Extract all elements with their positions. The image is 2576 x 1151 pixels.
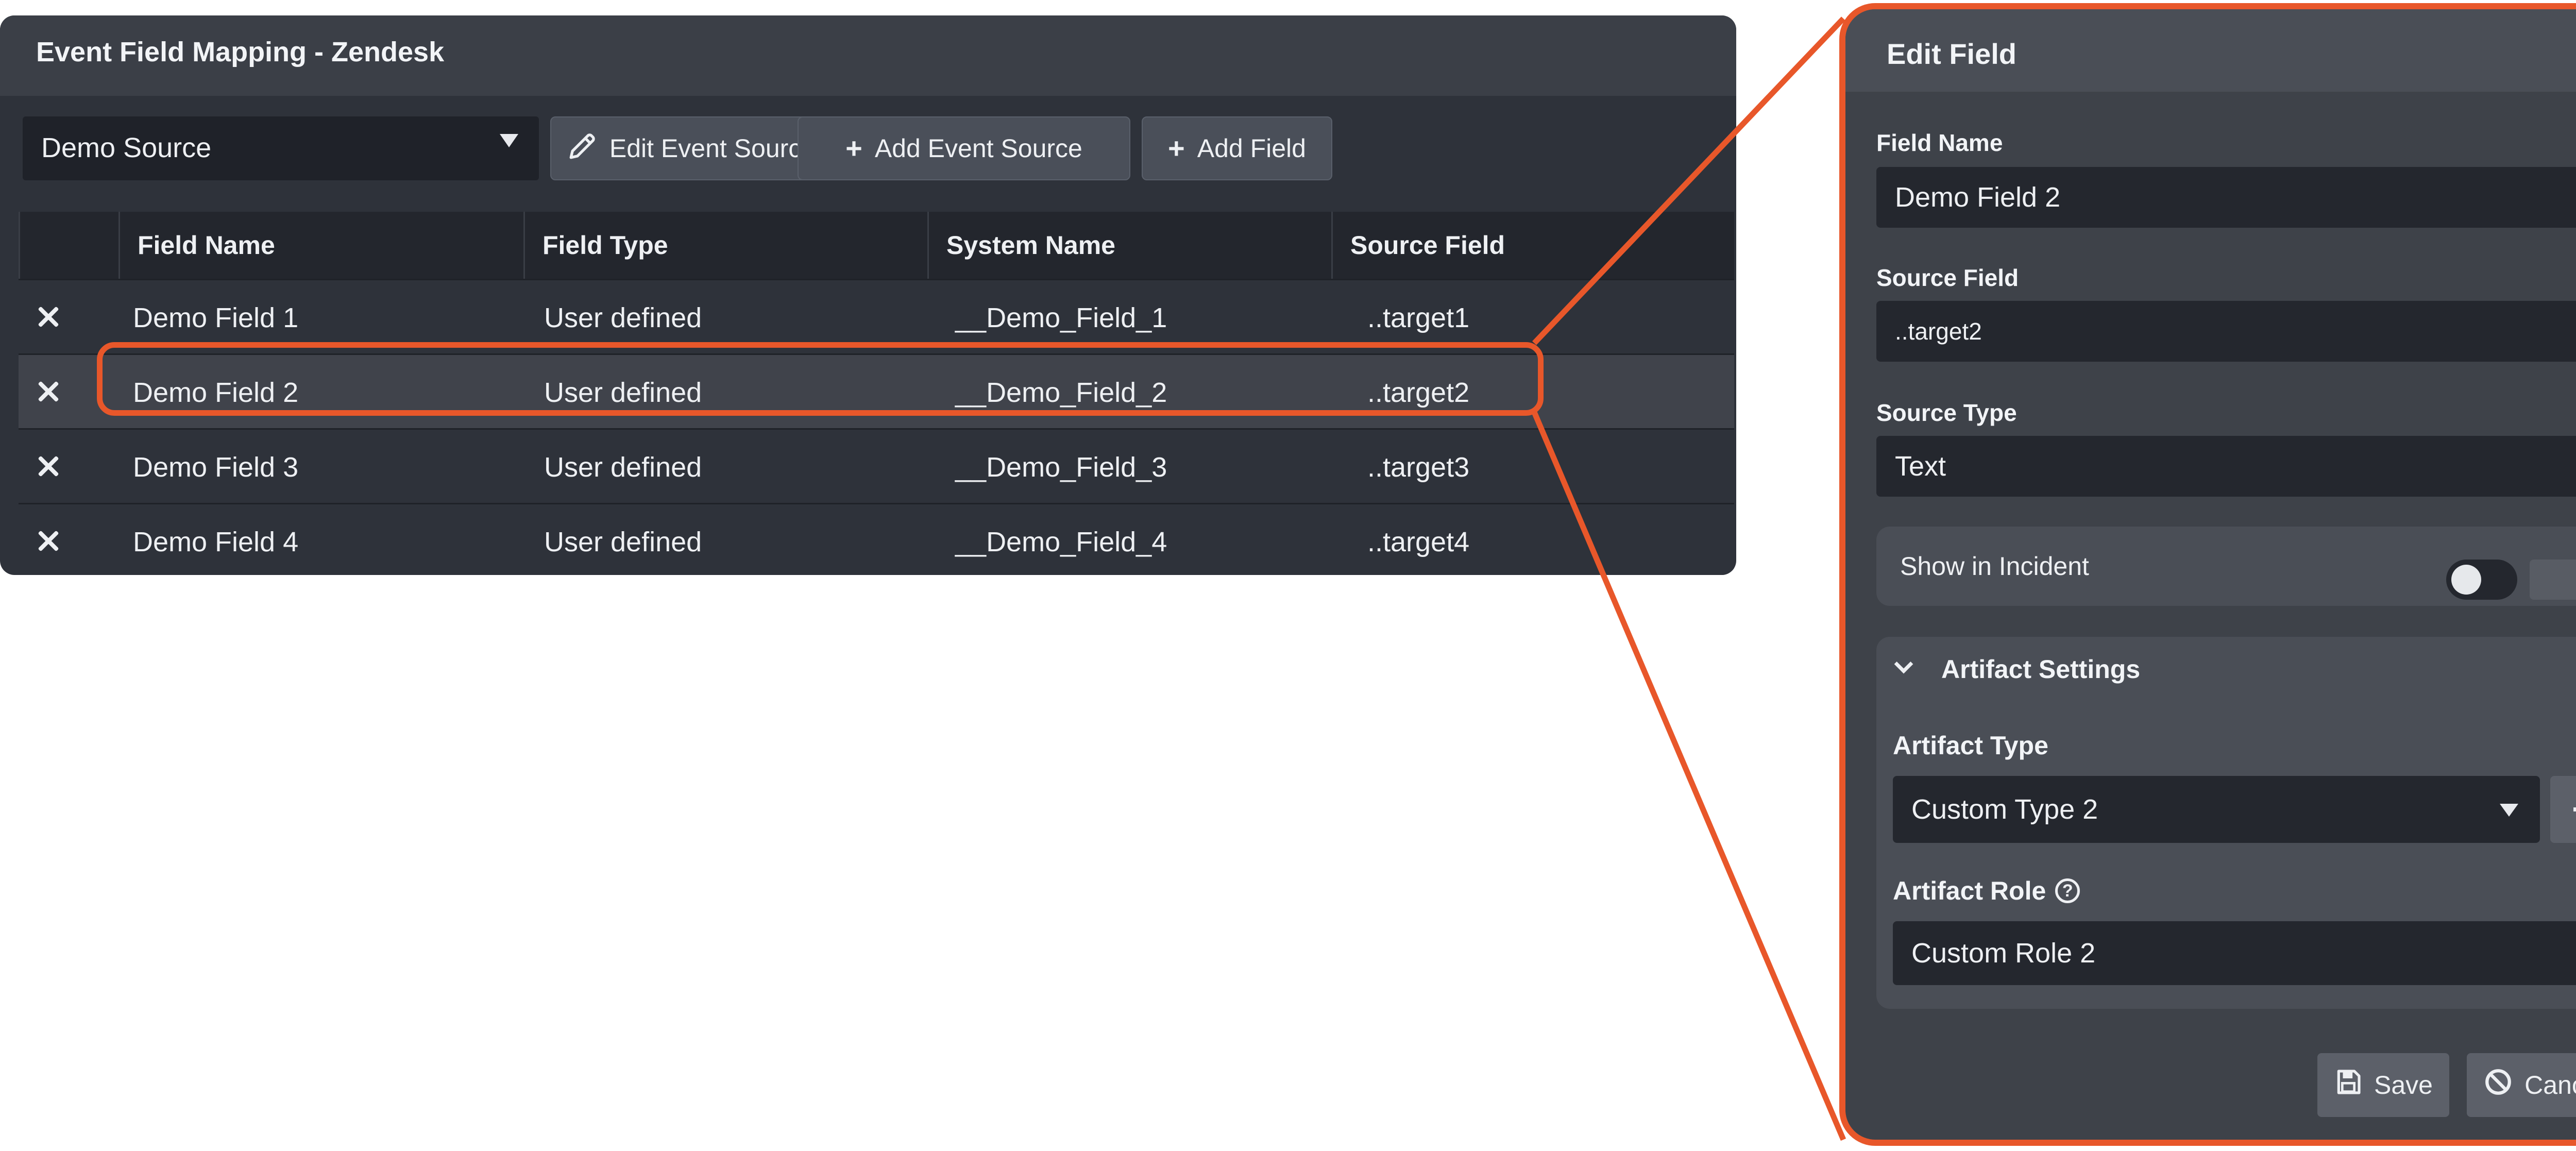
help-icon[interactable]: ? <box>2055 878 2080 903</box>
source-field-cell: ..target3 <box>1367 451 1470 483</box>
add-event-source-label: Add Event Source <box>874 134 1082 163</box>
artifact-type-select[interactable]: Custom Type 2 <box>1893 776 2540 843</box>
save-button[interactable]: Save <box>2317 1053 2449 1117</box>
event-source-value: Demo Source <box>41 132 212 163</box>
source-field-cell: ..target1 <box>1367 302 1470 333</box>
add-event-source-button[interactable]: + Add Event Source <box>798 116 1130 180</box>
system-name-cell: __Demo_Field_2 <box>955 377 1167 408</box>
field-name-input[interactable]: Demo Field 2 <box>1876 167 2576 228</box>
plus-icon: + <box>2572 788 2576 831</box>
table-row[interactable]: Demo Field 1 User defined __Demo_Field_1… <box>19 279 1734 353</box>
column-header-field-type[interactable]: Field Type <box>523 212 927 279</box>
field-type-cell: User defined <box>544 377 702 408</box>
artifact-settings-section: Artifact Settings Artifact Type Custom T… <box>1876 637 2576 1009</box>
selected-row-highlight <box>97 342 1544 416</box>
add-field-label: Add Field <box>1197 134 1306 163</box>
incident-order-stepper[interactable] <box>2530 560 2576 600</box>
source-field-label: Source Field <box>1876 264 2019 291</box>
pencil-icon <box>567 131 597 166</box>
source-type-value: Text <box>1895 451 1946 482</box>
add-field-button[interactable]: + Add Field <box>1142 116 1332 180</box>
cancel-button[interactable]: Cancel <box>2467 1053 2576 1117</box>
delete-column-header <box>19 212 118 279</box>
toggle-knob <box>2451 565 2481 595</box>
add-artifact-type-button[interactable]: + <box>2550 776 2576 843</box>
window-title: Event Field Mapping - Zendesk <box>36 37 445 67</box>
source-type-label: Source Type <box>1876 399 2017 426</box>
edit-event-source-label: Edit Event Source <box>609 134 816 163</box>
save-icon <box>2334 1068 2363 1103</box>
source-type-select[interactable]: Text <box>1876 436 2576 497</box>
edit-panel-header: Edit Field <box>1845 9 2576 92</box>
delete-row-icon[interactable] <box>36 380 60 403</box>
plus-icon: + <box>845 132 862 164</box>
column-header-field-name[interactable]: Field Name <box>118 212 523 279</box>
table-row[interactable]: Demo Field 4 User defined __Demo_Field_4… <box>19 503 1734 575</box>
ban-icon <box>2483 1067 2513 1103</box>
field-name-cell: Demo Field 4 <box>133 526 299 557</box>
show-in-incident-toggle[interactable] <box>2446 560 2517 600</box>
field-type-cell: User defined <box>544 302 702 333</box>
edit-event-source-button[interactable]: Edit Event Source <box>550 116 833 180</box>
artifact-role-label-row: Artifact Role ? <box>1893 876 2080 906</box>
field-name-cell: Demo Field 1 <box>133 302 299 333</box>
column-header-source-field[interactable]: Source Field <box>1331 212 1734 279</box>
artifact-type-value: Custom Type 2 <box>1911 794 2098 825</box>
plus-icon: + <box>1168 132 1185 164</box>
field-name-cell: Demo Field 2 <box>133 377 299 408</box>
system-name-cell: __Demo_Field_1 <box>955 302 1167 333</box>
artifact-role-label: Artifact Role <box>1893 876 2046 905</box>
caret-down-icon <box>2500 804 2518 817</box>
event-field-mapping-window: Event Field Mapping - Zendesk Demo Sourc… <box>0 15 1736 575</box>
edit-field-panel: Edit Field Field Name Demo Field 2 Sourc… <box>1839 3 2576 1146</box>
source-field-cell: ..target2 <box>1367 377 1470 408</box>
system-name-cell: __Demo_Field_4 <box>955 526 1167 557</box>
field-type-cell: User defined <box>544 451 702 483</box>
event-source-select[interactable]: Demo Source <box>23 116 539 180</box>
system-name-cell: __Demo_Field_3 <box>955 451 1167 483</box>
column-header-system-name[interactable]: System Name <box>927 212 1331 279</box>
table-header: Field Name Field Type System Name Source… <box>19 212 1734 279</box>
artifact-settings-heading: Artifact Settings <box>1941 655 2141 684</box>
edit-panel-title: Edit Field <box>1887 38 2016 70</box>
caret-down-icon <box>500 134 518 147</box>
show-in-incident-row: Show in Incident <box>1876 527 2576 606</box>
chevron-down-icon <box>1894 654 1913 674</box>
source-field-cell: ..target4 <box>1367 526 1470 557</box>
cancel-label: Cancel <box>2524 1071 2576 1099</box>
delete-row-icon[interactable] <box>36 529 60 553</box>
artifact-role-input[interactable]: Custom Role 2 <box>1893 921 2576 985</box>
artifact-settings-toggle[interactable]: Artifact Settings <box>1876 637 2237 693</box>
field-name-cell: Demo Field 3 <box>133 451 299 483</box>
table-row[interactable]: Demo Field 3 User defined __Demo_Field_3… <box>19 428 1734 503</box>
delete-row-icon[interactable] <box>36 305 60 329</box>
delete-row-icon[interactable] <box>36 454 60 478</box>
window-title-bar: Event Field Mapping - Zendesk <box>0 15 1736 96</box>
save-label: Save <box>2374 1071 2433 1099</box>
source-field-input[interactable]: ..target2 <box>1876 301 2576 362</box>
field-name-label: Field Name <box>1876 129 2003 156</box>
show-in-incident-label: Show in Incident <box>1900 552 2089 581</box>
artifact-type-label: Artifact Type <box>1893 731 2048 760</box>
field-type-cell: User defined <box>544 526 702 557</box>
